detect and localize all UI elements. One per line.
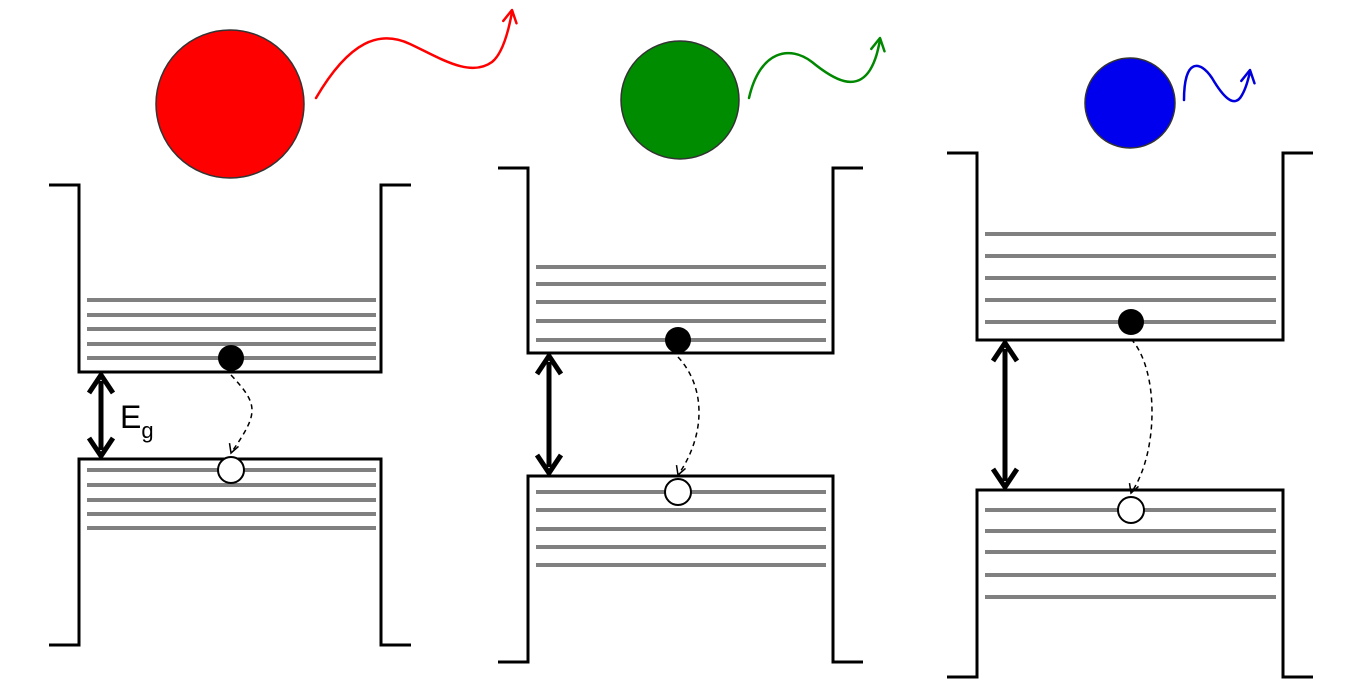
recombination-arrowhead-3 (1128, 483, 1140, 495)
quantum-dot-2 (620, 40, 740, 160)
photon-wave-1 (314, 10, 514, 100)
hole-2 (664, 478, 692, 506)
band-gap-arrowhead-top-2 (534, 351, 564, 376)
panel-3 (947, 57, 1313, 679)
band-gap-arrowhead-top-1 (86, 370, 116, 395)
photon-wave-2 (747, 38, 882, 100)
panel-2 (498, 36, 886, 664)
band-gap-label: Eg (120, 399, 154, 443)
valence-band-2 (498, 474, 863, 664)
band-gap-arrowhead-bottom-1 (86, 436, 116, 461)
conduction-band-1 (49, 183, 411, 374)
hole-1 (217, 456, 245, 484)
recombination-arrowhead-1 (228, 443, 240, 455)
band-gap-arrowhead-bottom-3 (990, 467, 1020, 492)
photon-arrowhead-2 (870, 36, 886, 53)
band-gap-arrowhead-top-3 (990, 338, 1020, 363)
recombination-path-3 (1130, 338, 1153, 494)
conduction-band-2 (498, 166, 863, 355)
recombination-path-1 (230, 374, 253, 454)
quantum-dot-3 (1084, 57, 1176, 149)
conduction-band-3 (947, 151, 1313, 342)
band-gap-label-main: E (120, 399, 141, 435)
panels (49, 8, 1313, 679)
band-gap-label-sub: g (141, 418, 153, 443)
photon-arrowhead-1 (502, 8, 518, 25)
quantum-dot-1 (155, 29, 305, 179)
hole-3 (1117, 496, 1145, 524)
photon-arrowhead-3 (1240, 68, 1256, 85)
electron-2 (665, 327, 691, 353)
electron-3 (1118, 309, 1144, 335)
recombination-arrowhead-2 (675, 465, 687, 477)
recombination-path-2 (677, 356, 700, 476)
panel-1 (49, 8, 518, 647)
photon-wave-3 (1182, 64, 1252, 103)
band-gap-arrowhead-bottom-2 (534, 453, 564, 478)
electron-1 (218, 345, 244, 371)
